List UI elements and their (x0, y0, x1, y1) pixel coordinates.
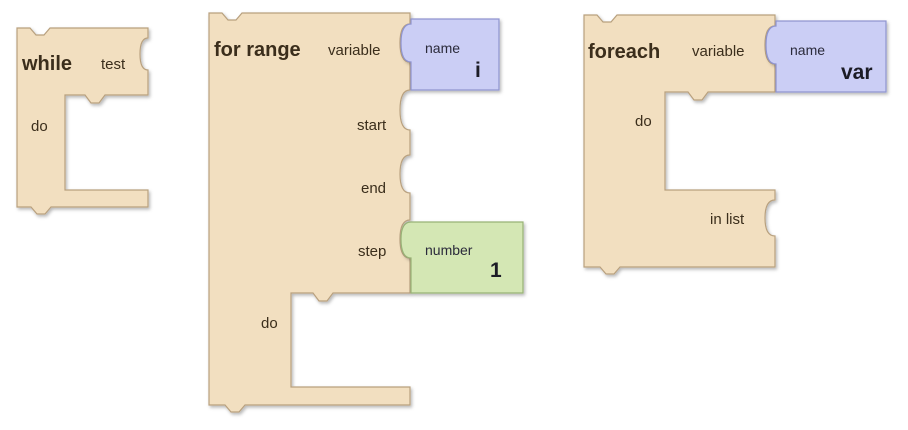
variable-name-var-shape (765, 20, 887, 93)
foreach-in-list-label: in list (710, 211, 745, 228)
variable-name-var-label: name (790, 42, 825, 58)
for-range-variable-label: variable (328, 42, 381, 59)
variable-name-var-value: var (841, 61, 873, 84)
foreach-variable-label: variable (692, 43, 745, 60)
while-block[interactable]: while test do (16, 27, 149, 215)
for-range-title: for range (214, 39, 301, 61)
number-1-label: number (425, 242, 473, 258)
for-range-step-label: step (358, 243, 386, 260)
while-title: while (21, 53, 72, 75)
foreach-title: foreach (588, 41, 660, 63)
variable-name-i-label: name (425, 40, 460, 56)
for-range-variable-name-block[interactable]: name i (400, 18, 500, 91)
number-1-shape (400, 221, 524, 294)
while-test-label: test (101, 56, 126, 73)
foreach-do-label: do (635, 113, 652, 130)
number-1-value: 1 (490, 259, 502, 282)
variable-name-i-shape (400, 18, 500, 91)
while-block-body (16, 27, 149, 215)
foreach-block-body (583, 14, 776, 275)
while-do-label: do (31, 118, 48, 135)
for-range-end-label: end (361, 180, 386, 197)
foreach-block[interactable]: foreach variable do in list (583, 14, 776, 275)
for-range-start-label: start (357, 117, 387, 134)
variable-name-i-value: i (475, 59, 481, 82)
for-range-block-body (208, 12, 411, 413)
for-range-step-number-block[interactable]: number 1 (400, 221, 524, 294)
foreach-variable-name-block[interactable]: name var (765, 20, 887, 93)
for-range-do-label: do (261, 315, 278, 332)
for-range-block[interactable]: for range variable start end step do (208, 12, 411, 413)
